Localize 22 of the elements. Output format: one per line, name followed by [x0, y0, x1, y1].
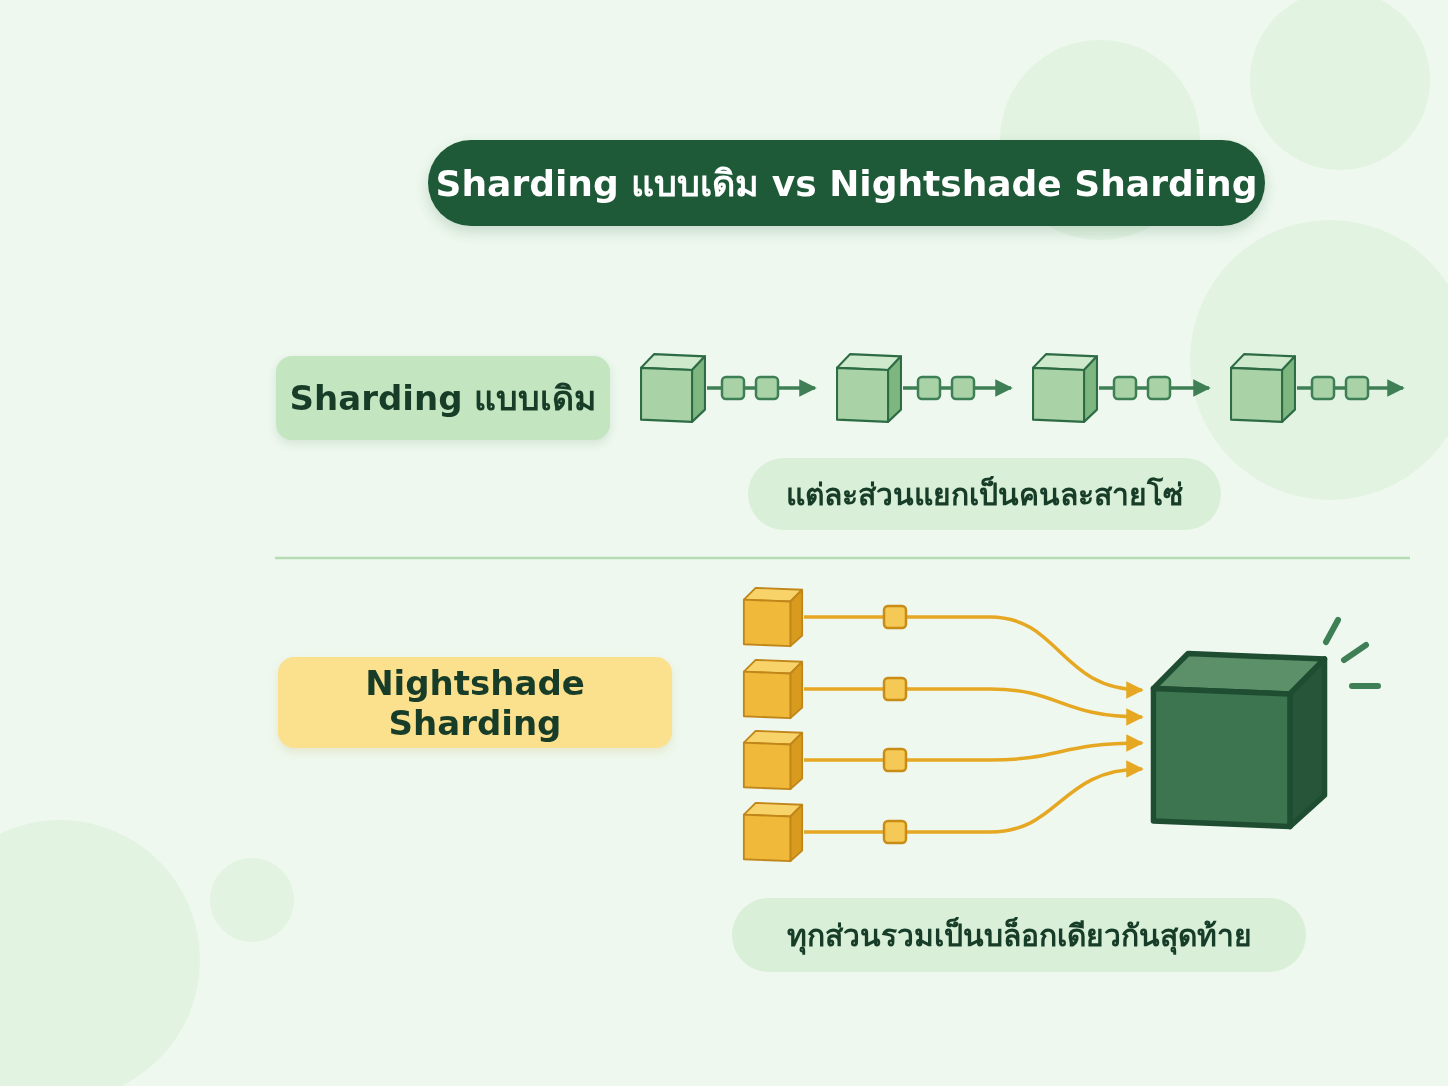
block-cube [835, 352, 903, 424]
arrow [707, 379, 817, 397]
arrow [903, 379, 1013, 397]
caption-pill: แต่ละส่วนแยกเป็นคนละสายโซ่ [748, 458, 1221, 530]
title-banner: Sharding แบบเดิม vs Nightshade Sharding [428, 140, 1265, 226]
block-cube [1229, 352, 1297, 424]
block-cube [1148, 648, 1330, 832]
label-box: Sharding แบบเดิม [276, 356, 610, 440]
label-box: Nightshade Sharding [278, 657, 672, 748]
block-cube [742, 729, 804, 791]
block-cube [1031, 352, 1099, 424]
arrow [804, 734, 1144, 762]
arrow [804, 761, 1144, 834]
caption-pill: ทุกส่วนรวมเป็นบล็อกเดียวกันสุดท้าย [732, 898, 1306, 972]
arrow [804, 687, 1144, 726]
arrow [1099, 379, 1211, 397]
block-cube [639, 352, 707, 424]
arrow [1297, 379, 1405, 397]
arrow [804, 615, 1144, 698]
block-cube [742, 801, 804, 863]
block-cube [742, 586, 804, 648]
block-cube [742, 658, 804, 720]
